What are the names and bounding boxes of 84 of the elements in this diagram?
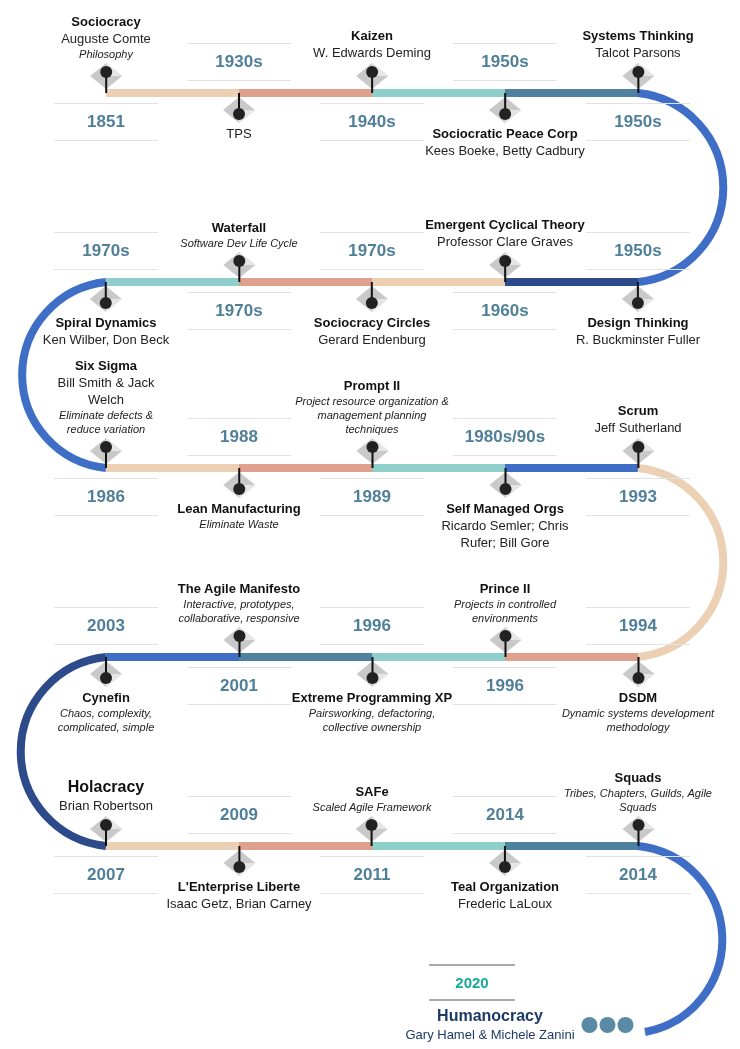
year-label: 1950s	[453, 43, 557, 81]
author-text: Ricardo Semler; Chris Rufer; Bill Gore	[440, 517, 570, 551]
description-text: Chaos, complexity, complicated, simple	[56, 706, 156, 734]
description-text: Interactive, prototypes, collaborative, responsive	[177, 597, 301, 625]
year-label: 2007	[54, 856, 158, 894]
year-label: 1970s	[54, 232, 158, 270]
timeline-segment	[18, 278, 107, 472]
title-text: Extreme Programming XP	[291, 689, 453, 706]
author-text: Kees Boeke, Betty Cadbury	[425, 142, 585, 159]
description-text: Project resource organization & management planning techniques	[294, 394, 450, 436]
author-text: Auguste Comte	[61, 30, 151, 47]
year-label: 2001	[187, 667, 291, 705]
author-text: Frederic LaLoux	[458, 895, 552, 912]
author-text: R. Buckminster Fuller	[575, 331, 701, 348]
year-label: 1970s	[187, 292, 291, 330]
timeline-segment	[637, 842, 727, 1036]
year-label: 2003	[54, 607, 158, 645]
title-text: Sociocracy Circles	[313, 314, 431, 331]
year-label: 1994	[586, 607, 690, 645]
author-text: Brian Robertson	[59, 797, 153, 814]
title-text: Systems Thinking	[582, 27, 694, 44]
title-text: Self Managed Orgs	[446, 500, 564, 517]
year-label: 1960s	[453, 292, 557, 330]
year-label: 1986	[54, 478, 158, 516]
title-text: Teal Organization	[450, 878, 560, 895]
description-text: Dynamic systems development methodology	[560, 706, 716, 734]
description-text: Projects in controlled environments	[452, 597, 558, 625]
title-text: Squads	[614, 769, 662, 786]
year-label: 1980s/90s	[453, 418, 557, 456]
title-text: Waterfall	[211, 219, 267, 236]
year-label: 1988	[187, 418, 291, 456]
year-label: 1930s	[187, 43, 291, 81]
title-text: Sociocratic Peace Corp	[432, 125, 578, 142]
title-text: Prompt II	[343, 377, 401, 394]
year-label: 1950s	[586, 103, 690, 141]
timeline-segment	[16, 653, 107, 850]
year-label: 2020	[429, 964, 515, 1001]
year-label: 1996	[453, 667, 557, 705]
author-text: Talcot Parsons	[595, 44, 681, 61]
year-label: 1950s	[586, 232, 690, 270]
description-text: Software Dev Life Cycle	[180, 236, 298, 250]
title-text: Lean Manufacturing	[177, 500, 301, 517]
title-text: SAFe	[355, 783, 389, 800]
year-label: 2011	[320, 856, 424, 894]
year-label: 2014	[586, 856, 690, 894]
year-label: 1996	[320, 607, 424, 645]
description-text: Pairsworking, defactoring, collective ownership	[307, 706, 437, 734]
author-text: Gary Hamel & Michele Zanini	[405, 1026, 575, 1043]
title-text: Holacracy	[67, 777, 145, 797]
year-label: 2014	[453, 796, 557, 834]
title-text: Prince II	[479, 580, 531, 597]
year-label: 1993	[586, 478, 690, 516]
title-text: Cynefin	[82, 689, 130, 706]
year-label: 1989	[320, 478, 424, 516]
description-text: Eliminate defects & reduce variation	[57, 408, 155, 436]
author-text: Gerard Endenburg	[318, 331, 426, 348]
year-label: 1851	[54, 103, 158, 141]
timeline-segment	[637, 464, 728, 661]
description-text: Eliminate Waste	[199, 517, 279, 531]
year-label: 2009	[187, 796, 291, 834]
title-text: Design Thinking	[587, 314, 689, 331]
author-text: Jeff Sutherland	[594, 419, 682, 436]
title-text: Emergent Cyclical Theory	[425, 216, 585, 233]
author-text: Ken Wilber, Don Beck	[42, 331, 170, 348]
author-text: W. Edwards Deming	[313, 44, 431, 61]
title-text: Scrum	[617, 402, 659, 419]
description-text: Philosophy	[79, 47, 133, 61]
title-text: L'Enterprise Liberte	[177, 878, 301, 895]
title-text: DSDM	[618, 689, 658, 706]
author-text: Bill Smith & Jack Welch	[56, 374, 156, 408]
year-label: 1970s	[320, 232, 424, 270]
year-label: 1940s	[320, 103, 424, 141]
title-text: Sociocracy	[71, 13, 141, 30]
author-text: Isaac Getz, Brian Carney	[166, 895, 312, 912]
author-text: TPS	[226, 125, 252, 142]
title-text: The Agile Manifesto	[177, 580, 301, 597]
author-text: Professor Clare Graves	[437, 233, 573, 250]
description-text: Tribes, Chapters, Guilds, Agile Squads	[563, 786, 713, 814]
title-text: Six Sigma	[74, 357, 138, 374]
description-text: Scaled Agile Framework	[312, 800, 432, 814]
timeline-segment	[637, 89, 728, 286]
title-text: Kaizen	[351, 27, 393, 44]
title-text: Humanocracy	[437, 1006, 543, 1026]
title-text: Spiral Dynamics	[55, 314, 157, 331]
